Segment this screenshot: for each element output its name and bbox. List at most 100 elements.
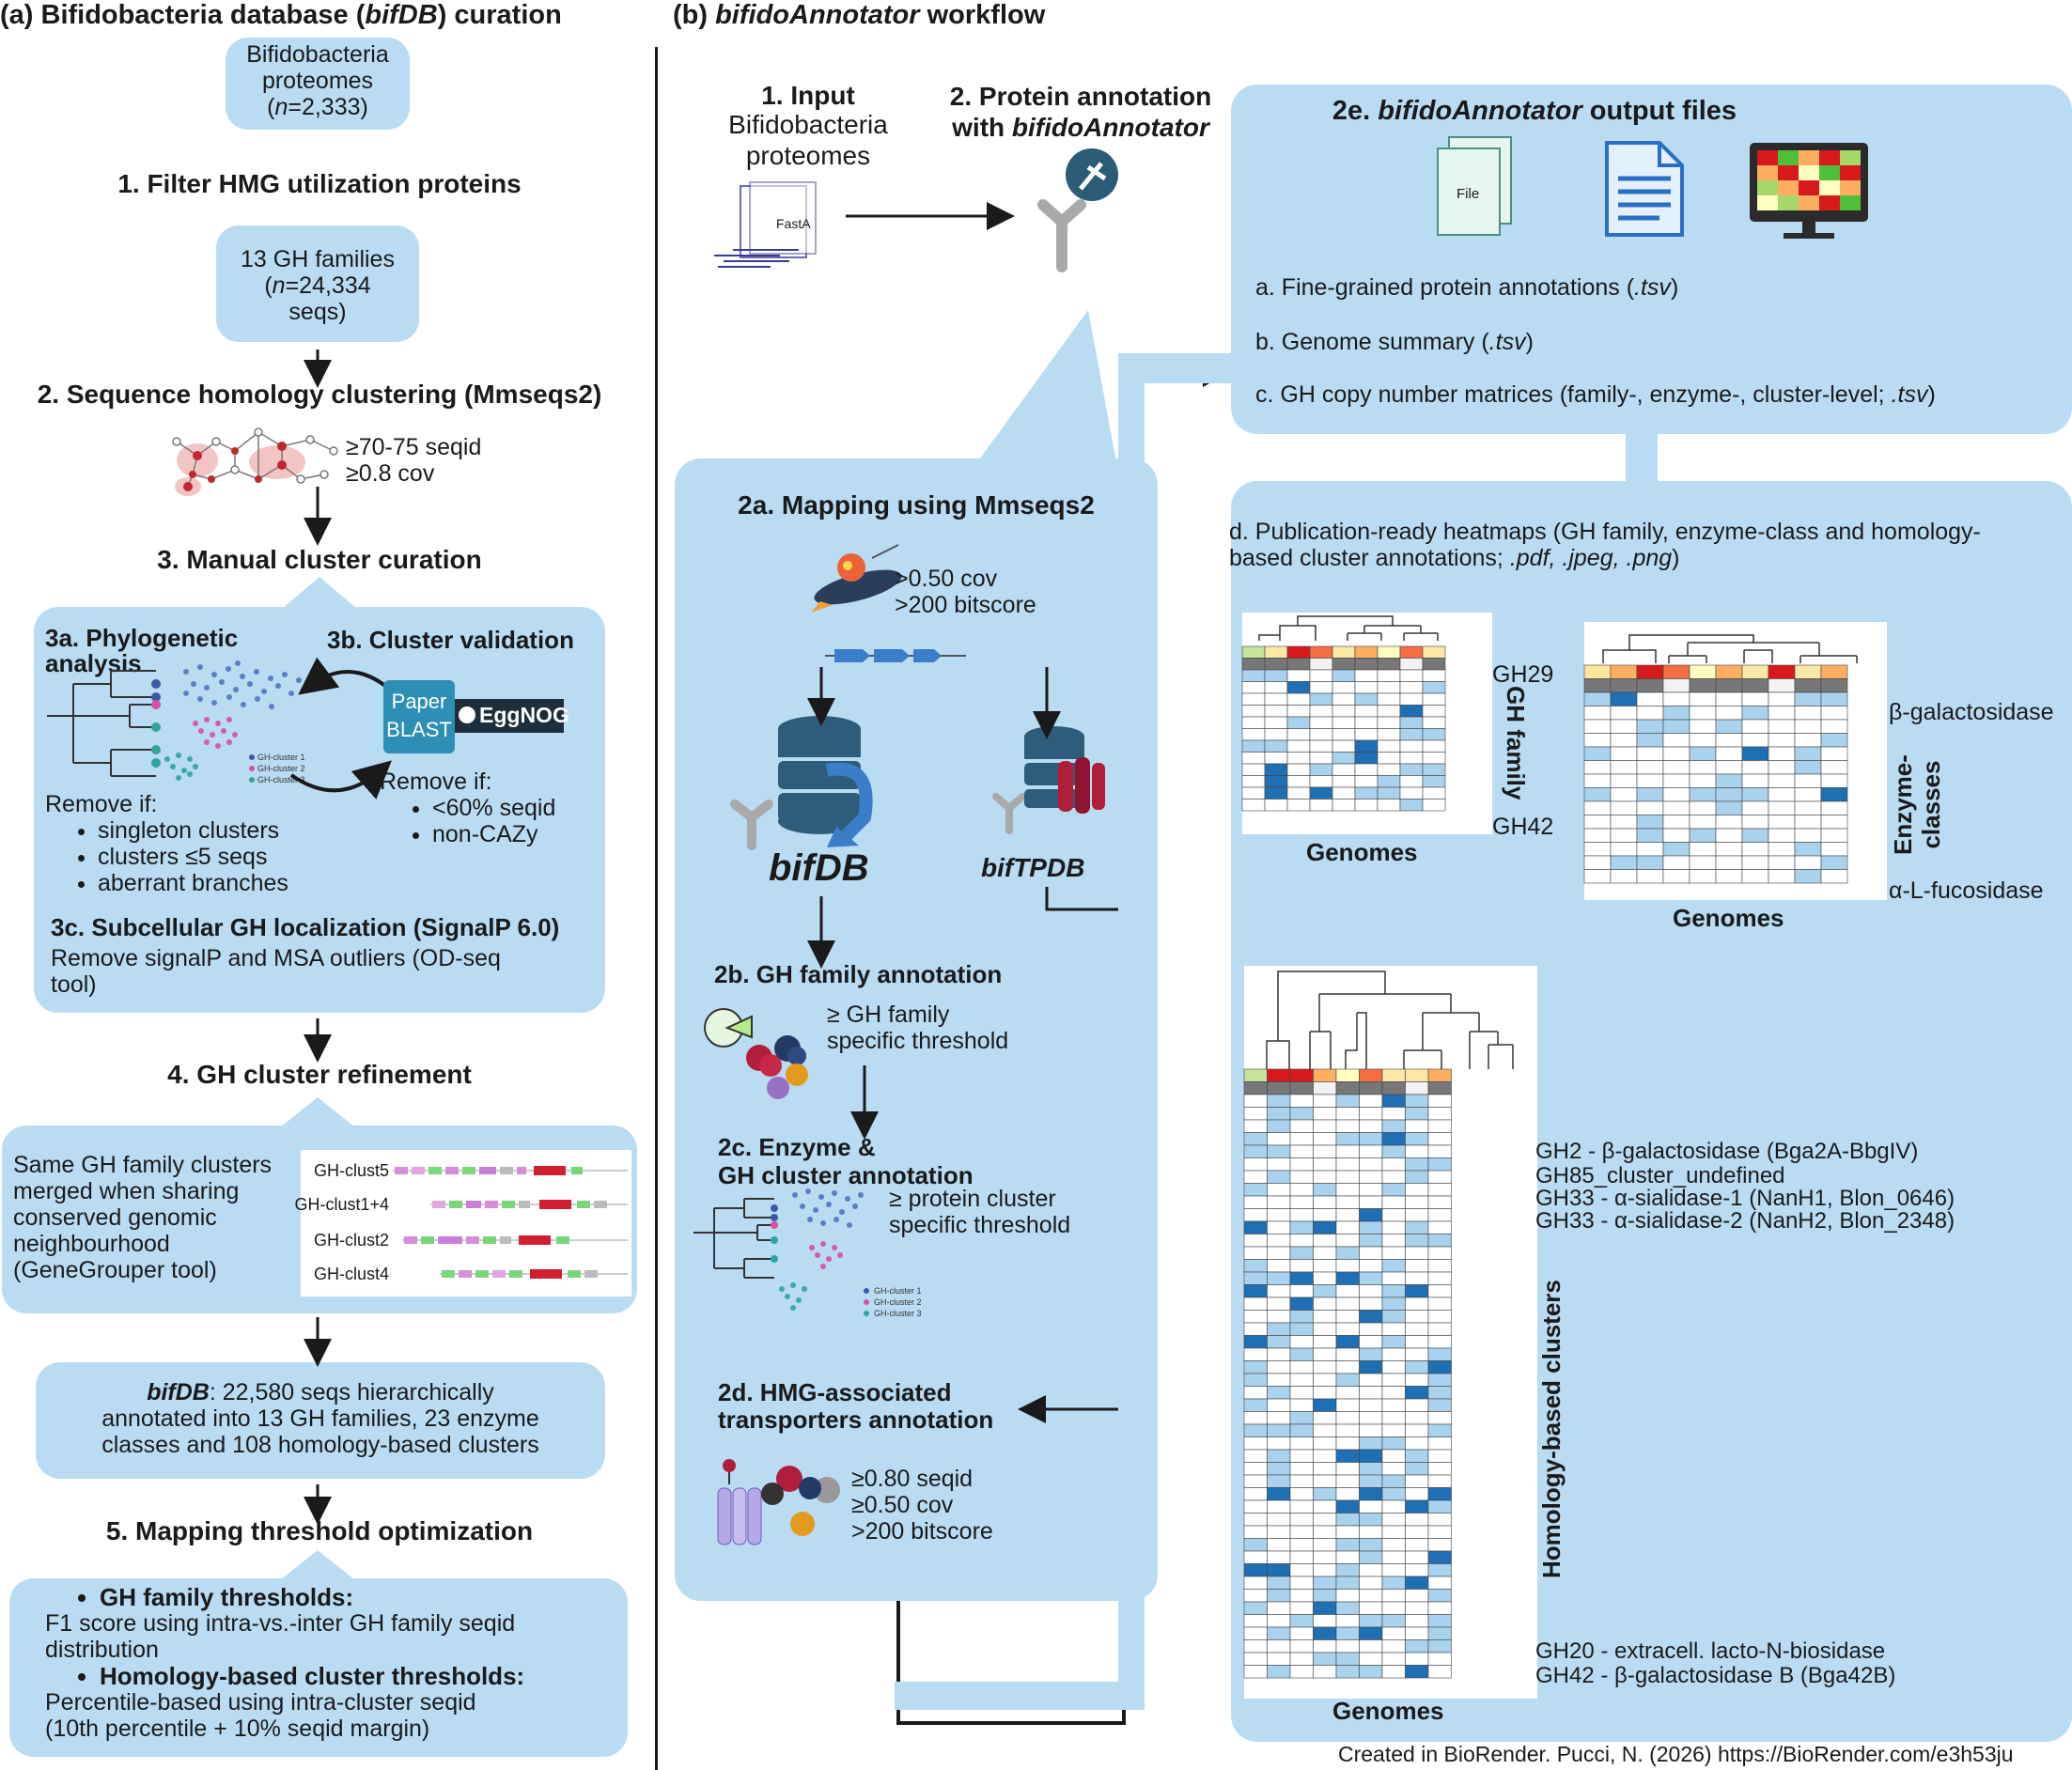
heatmap-cell <box>1335 1614 1360 1628</box>
heatmap-cell <box>1313 1347 1337 1361</box>
heatmap-cell <box>1636 842 1664 857</box>
heatmap-cell <box>1359 1360 1383 1374</box>
thresholds-box <box>9 1578 628 1757</box>
heatmap-cell <box>1359 1195 1383 1209</box>
heatmap-cell <box>1243 1081 1268 1095</box>
heatmap-cell <box>1267 1436 1291 1451</box>
heatmap-cell <box>1381 1220 1406 1234</box>
heatmap-cell <box>1335 1639 1360 1654</box>
heatmap-cell <box>1243 1513 1268 1527</box>
heatmap-cell <box>1267 1474 1291 1488</box>
heatmap-cell <box>1399 645 1424 659</box>
transporter-icon <box>717 1459 840 1545</box>
heatmap-cell <box>1289 1563 1314 1577</box>
heatmap-cell <box>1583 719 1612 734</box>
heatmap-cell <box>1313 1360 1337 1374</box>
heatmap-cell <box>1422 739 1446 753</box>
heatmap-cell <box>1243 1639 1268 1654</box>
heatmap-cell <box>1427 1436 1452 1451</box>
heatmap-cell <box>1335 1271 1360 1285</box>
heatmap-cell <box>1427 1550 1452 1564</box>
heatmap-cell <box>1313 1119 1337 1133</box>
heatmap-cell <box>1381 1538 1406 1552</box>
heatmap-cell <box>1313 1474 1337 1488</box>
heatmap-cell <box>1313 1068 1337 1082</box>
heatmap-cell <box>1820 760 1848 775</box>
heatmap-cell <box>1313 1183 1337 1197</box>
heatmap-cell <box>1636 773 1664 788</box>
heatmap-cell <box>1768 664 1796 679</box>
heatmap-cell <box>1286 669 1311 682</box>
output-heading: 2e. bifidoAnnotator output files <box>1332 96 1737 126</box>
heatmap-cell <box>1267 1246 1291 1260</box>
heatmap-cell <box>1359 1094 1383 1108</box>
heatmap-cell <box>1405 1462 1429 1476</box>
heatmap-cell <box>1354 752 1379 765</box>
heatmap-cell <box>1381 1462 1406 1476</box>
heatmap-cell <box>1332 775 1356 788</box>
heatmap-cell <box>1289 1360 1314 1374</box>
heatmap-cell <box>1243 1601 1268 1615</box>
heatmap-cell <box>1335 1208 1360 1222</box>
heatmap-cell <box>1768 773 1796 788</box>
heatmap-cell <box>1359 1322 1383 1336</box>
heatmap-cell <box>1264 681 1288 694</box>
heatmap-cell <box>1422 658 1446 671</box>
heatmap-cell <box>1264 739 1288 753</box>
heatmap-cell <box>1289 1398 1314 1412</box>
heatmap-cell <box>1359 1259 1383 1273</box>
heatmap-cell <box>1610 746 1638 761</box>
heatmap-cell <box>1381 1081 1406 1095</box>
heatmap-cell <box>1289 1411 1314 1425</box>
heatmap-cell <box>1381 1513 1406 1527</box>
heatmap-cell <box>1820 855 1848 870</box>
heatmap-cell <box>1381 1144 1406 1158</box>
heatmap-cell <box>1427 1246 1452 1260</box>
heatmap-cell <box>1289 1068 1314 1082</box>
heatmaps-description: d. Publication-ready heatmaps (GH family… <box>1229 519 1981 571</box>
heatmap-cell <box>1267 1513 1291 1527</box>
heatmap-cell <box>1377 752 1401 765</box>
heatmap-cell <box>1241 692 1266 706</box>
heatmap-cell <box>1267 1639 1291 1654</box>
heatmap-cell <box>1405 1246 1429 1260</box>
heatmap-cell <box>1381 1322 1406 1336</box>
heatmap-cell <box>1313 1639 1337 1654</box>
s3c-text: Remove signalP and MSA outliers (OD-seq … <box>51 945 501 998</box>
heatmap-cell <box>1715 691 1743 706</box>
heatmap-cell <box>1264 763 1288 776</box>
heatmap-cell <box>1359 1234 1383 1248</box>
heatmap-cell <box>1289 1499 1314 1514</box>
heatmap-cell <box>1289 1335 1314 1349</box>
input-heading: 1. Input <box>761 81 855 110</box>
heatmap-cell <box>1264 786 1288 800</box>
heatmap-cell <box>1313 1462 1337 1476</box>
heatmap-cell <box>1309 681 1333 694</box>
heatmap-cell <box>1405 1234 1429 1248</box>
heatmap-cell <box>1359 1411 1383 1425</box>
heatmap-cell <box>1267 1576 1291 1590</box>
network-cluster-icon <box>172 427 338 496</box>
heatmap-cell <box>1636 760 1664 775</box>
heatmap-cell <box>1267 1550 1291 1564</box>
heatmap-cell <box>1662 800 1690 815</box>
heatmap-cell <box>1289 1525 1314 1539</box>
heatmap-cell <box>1794 842 1822 857</box>
heatmap-cell <box>1381 1119 1406 1133</box>
heatmap-cell <box>1243 1246 1268 1260</box>
heatmap-cell <box>1335 1132 1360 1146</box>
heatmap-cell <box>1313 1550 1337 1564</box>
heatmap-cell <box>1243 1296 1268 1311</box>
heatmap-cell <box>1309 799 1333 812</box>
heatmap-cell <box>1359 1423 1383 1437</box>
heatmap-cell <box>1335 1296 1360 1311</box>
heatmap-cell <box>1332 728 1356 741</box>
heatmap-cell <box>1243 1665 1268 1679</box>
heatmap-cell <box>1264 716 1288 729</box>
heatmap-cell <box>1289 1208 1314 1222</box>
heatmap-cell <box>1354 775 1379 788</box>
heatmap-cell <box>1427 1639 1452 1654</box>
heatmap-cell <box>1381 1576 1406 1590</box>
heatmap-cell <box>1399 799 1424 812</box>
heatmap-cell <box>1741 855 1769 870</box>
